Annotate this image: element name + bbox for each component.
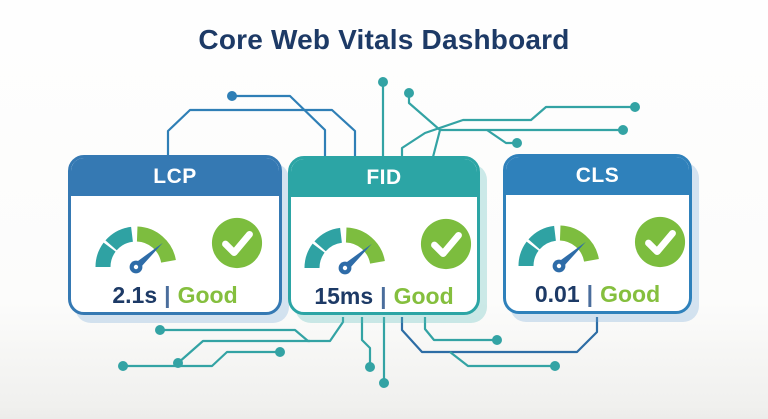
value-separator: | bbox=[164, 282, 171, 308]
trace-node-dot bbox=[378, 77, 388, 87]
metric-reading: 15ms | Good bbox=[314, 283, 453, 310]
trace-node-dot bbox=[275, 347, 285, 357]
trace-line bbox=[160, 317, 345, 343]
trace-line bbox=[360, 317, 372, 367]
trace-node-dot bbox=[630, 102, 640, 112]
trace-line bbox=[407, 93, 442, 158]
trace-line bbox=[400, 317, 599, 354]
trace-line bbox=[177, 339, 310, 364]
metric-value: 15ms bbox=[314, 283, 374, 309]
trace-node-dot bbox=[365, 362, 375, 372]
metric-reading: 2.1s | Good bbox=[112, 282, 237, 309]
gauge-icon bbox=[517, 225, 599, 273]
gauge-icon bbox=[95, 226, 176, 274]
metric-card-cls[interactable]: CLS 0.01 | Good bbox=[503, 154, 692, 314]
metric-status: Good bbox=[600, 281, 661, 307]
metric-card-header: LCP bbox=[71, 158, 279, 196]
metric-name: FID bbox=[366, 166, 402, 189]
trace-node-dot bbox=[404, 88, 414, 98]
trace-line bbox=[232, 94, 327, 157]
metric-name: CLS bbox=[575, 164, 620, 187]
metric-name: LCP bbox=[153, 165, 197, 188]
metric-icons-row bbox=[295, 206, 473, 278]
check-circle-icon bbox=[634, 216, 685, 268]
trace-node-dot bbox=[512, 138, 522, 148]
trace-node-dot bbox=[492, 335, 502, 345]
page-title: Core Web Vitals Dashboard bbox=[198, 24, 570, 55]
metric-icons-row bbox=[86, 205, 264, 277]
trace-line bbox=[400, 105, 635, 156]
trace-node-dot bbox=[618, 125, 628, 135]
metric-card-header: CLS bbox=[506, 157, 689, 195]
metric-card-fid[interactable]: FID 15ms | Good bbox=[288, 156, 480, 315]
metric-reading: 0.01 | Good bbox=[535, 281, 660, 308]
metric-card-body: 0.01 | Good bbox=[506, 195, 689, 311]
trace-node-dot bbox=[379, 378, 389, 388]
metric-card-header: FID bbox=[291, 159, 477, 197]
trace-line bbox=[166, 108, 357, 157]
value-separator: | bbox=[380, 283, 387, 309]
gauge-icon bbox=[304, 227, 385, 275]
trace-line bbox=[449, 351, 555, 368]
trace-line bbox=[123, 350, 280, 368]
metric-card-body: 15ms | Good bbox=[291, 197, 477, 312]
check-circle-icon bbox=[211, 217, 263, 269]
trace-node-dot bbox=[227, 91, 237, 101]
check-circle-icon bbox=[420, 218, 472, 270]
metric-status: Good bbox=[177, 282, 238, 308]
metric-value: 0.01 bbox=[534, 281, 580, 307]
trace-line bbox=[423, 317, 497, 342]
metric-card-lcp[interactable]: LCP 2.1s | Good bbox=[68, 155, 282, 315]
trace-node-dot bbox=[118, 361, 128, 371]
trace-node-dot bbox=[550, 361, 560, 371]
metric-status: Good bbox=[393, 283, 454, 309]
value-separator: | bbox=[586, 281, 594, 307]
metric-icons-row bbox=[509, 204, 687, 276]
trace-node-dot bbox=[155, 325, 165, 335]
metric-card-body: 2.1s | Good bbox=[71, 196, 279, 312]
metric-value: 2.1s bbox=[112, 282, 158, 308]
